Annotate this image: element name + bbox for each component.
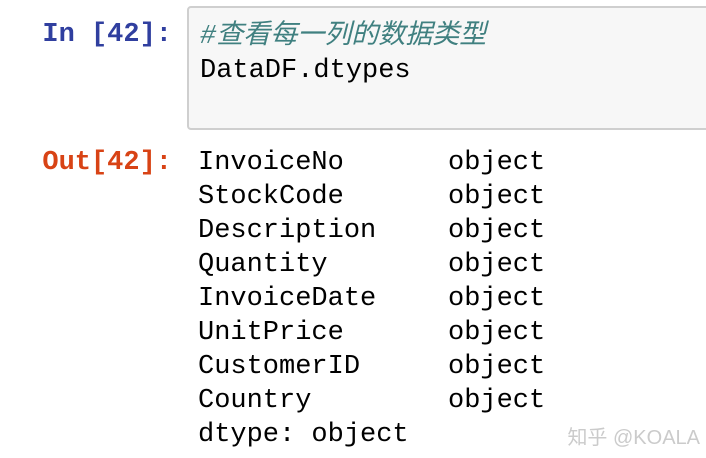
column-name: InvoiceDate xyxy=(198,284,377,314)
column-dtype: object xyxy=(448,182,546,212)
dtype-row: UnitPrice object xyxy=(198,316,545,350)
column-name: Quantity xyxy=(198,250,328,280)
output-prompt: Out[42]: xyxy=(42,148,172,178)
dtype-row: Quantity object xyxy=(198,248,545,282)
column-name: InvoiceNo xyxy=(198,148,344,178)
code-line: DataDF.dtypes xyxy=(200,56,411,86)
column-name: StockCode xyxy=(198,182,344,212)
column-name: Country xyxy=(198,386,312,416)
code-cell[interactable]: #查看每一列的数据类型 DataDF.dtypes xyxy=(187,6,706,130)
column-dtype: object xyxy=(448,216,546,246)
dtype-row: Description object xyxy=(198,214,545,248)
column-dtype: object xyxy=(448,386,546,416)
dtype-row: StockCode object xyxy=(198,180,545,214)
column-dtype: object xyxy=(448,318,546,348)
dtype-row: CustomerID object xyxy=(198,350,545,384)
column-name: Description xyxy=(198,216,377,246)
dtype-row: Country object xyxy=(198,384,545,418)
column-name: UnitPrice xyxy=(198,318,344,348)
column-dtype: object xyxy=(448,250,546,280)
code-comment-line: #查看每一列的数据类型 xyxy=(200,22,487,52)
column-dtype: object xyxy=(448,284,546,314)
input-prompt: In [42]: xyxy=(42,20,172,50)
watermark: 知乎 @KOALA xyxy=(567,427,700,449)
dtype-row: InvoiceDate object xyxy=(198,282,545,316)
column-name: CustomerID xyxy=(198,352,361,382)
dtype-footer: dtype: object xyxy=(198,420,409,450)
column-dtype: object xyxy=(448,352,546,382)
dtype-row: InvoiceNo object xyxy=(198,146,545,180)
column-dtype: object xyxy=(448,148,546,178)
